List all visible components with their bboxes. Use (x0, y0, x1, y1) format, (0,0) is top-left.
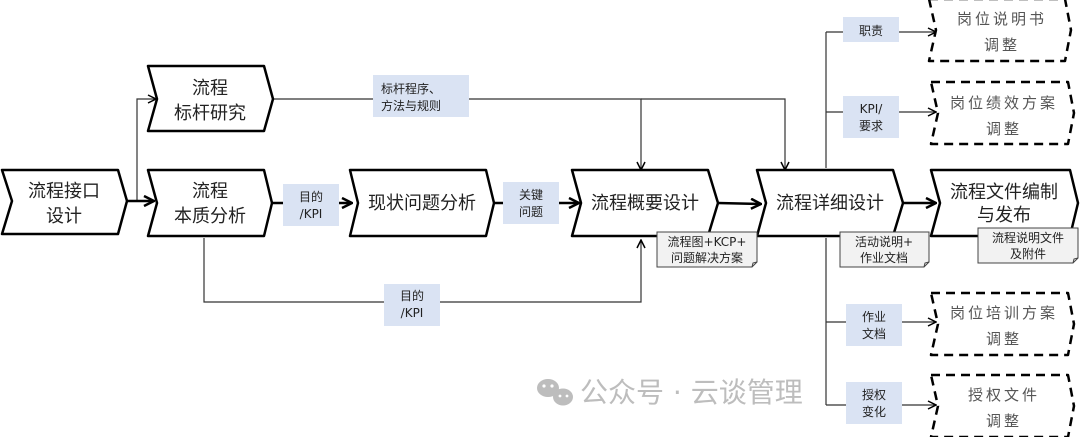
process-interface-line1: 流程接口 (28, 181, 100, 202)
flow-label-goal-kpi-2-line2: /KPI (401, 306, 424, 320)
documents: 流程图+KCP+ 问题解决方案 活动说明+ 作业文档 流程说明文件 及附件 (656, 227, 1079, 268)
flow-label-box-duty (843, 17, 899, 42)
document-box-overview-output (656, 231, 758, 268)
watermark-text: 公众号 · 云谈管理 (580, 376, 803, 409)
document-overview-output-line2: 问题解决方案 (671, 250, 743, 265)
document-fold-overview-output (751, 261, 758, 268)
document-publish-output-line1: 流程说明文件 (992, 230, 1064, 245)
wechat-icon (537, 379, 573, 406)
outcome-job-perf-line1: 岗位绩效方案 (950, 94, 1058, 112)
outcome-job-desc-line2: 调整 (984, 36, 1020, 54)
flow-label-box-key-issues (503, 182, 559, 224)
outcome-auth-file-line2: 调整 (986, 412, 1022, 430)
process-chevron-publish (929, 168, 1080, 238)
flow-labels: 标杆程序、 方法与规则 目的 /KPI 关键 问题 目的 /KPI 职责 KPI… (283, 17, 902, 424)
process-status-line1: 现状问题分析 (368, 193, 476, 214)
process-overview-line1: 流程概要设计 (591, 193, 699, 214)
flow-label-kpi-req-line1: KPI/ (860, 102, 884, 116)
process-benchmark-line1: 流程 (192, 78, 228, 99)
connector-benchmark-to-detail (641, 98, 785, 170)
process-interface-line2: 设计 (46, 206, 82, 227)
process-labels: 流程接口 设计 流程 标杆研究 流程 本质分析 现状问题分析 流程概要设计 流程… (28, 78, 1058, 227)
flow-label-box-goal-kpi-1 (283, 184, 339, 226)
flow-label-duty-line1: 职责 (859, 24, 883, 38)
process-detail-line1: 流程详细设计 (776, 193, 884, 214)
flow-label-auth-change-line1: 授权 (862, 387, 886, 402)
document-fold-publish-output (1072, 257, 1079, 264)
flow-label-key-issues-line1: 关键 (519, 188, 543, 202)
process-chevron-benchmark (146, 64, 275, 133)
flow-label-box-kpi-req (843, 96, 899, 138)
flow-label-benchmark-rules-line2: 方法与规则 (381, 98, 441, 113)
process-chevron-interface (0, 168, 129, 236)
flow-label-goal-kpi-1-line2: /KPI (300, 207, 323, 221)
document-detail-output-line2: 作业文档 (860, 250, 908, 265)
outcome-job-desc-line1: 岗位说明书 (957, 10, 1047, 28)
outcome-job-perf-line2: 调整 (986, 120, 1022, 138)
process-essence-line1: 流程 (192, 181, 228, 202)
document-publish-output-line2: 及附件 (1010, 247, 1046, 261)
outcome-labels: 岗位说明书 调整 岗位绩效方案 调整 岗位培训方案 调整 授权文件 调整 (950, 10, 1058, 430)
document-overview-output-line1: 流程图+KCP+ (668, 234, 747, 249)
flow-label-kpi-req-line2: 要求 (859, 119, 883, 133)
flow-label-auth-change-line2: 变化 (862, 404, 886, 419)
connector-interface-to-benchmark (136, 99, 156, 201)
process-publish-line1: 流程文件编制 (950, 182, 1058, 203)
outcome-job-train-line2: 调整 (986, 330, 1022, 348)
process-essence-line2: 本质分析 (174, 206, 246, 227)
process-chevron-status (348, 168, 496, 238)
outcome-chevron-auth-file (929, 373, 1076, 437)
document-box-detail-output (839, 231, 930, 268)
flow-label-box-auth-change (846, 382, 902, 424)
process-publish-line2: 与发布 (977, 205, 1031, 226)
flow-label-work-docs-line2: 文档 (862, 326, 886, 341)
document-fold-detail-output (923, 261, 930, 268)
processes (0, 64, 1080, 238)
arrow-overview-to-detail (717, 203, 761, 204)
flow-label-box-goal-kpi-2 (384, 284, 440, 326)
flow-label-benchmark-rules-line1: 标杆程序、 (381, 81, 441, 96)
flow-label-box-work-docs (846, 304, 902, 346)
flow-label-work-docs-line1: 作业 (862, 310, 886, 324)
process-chevron-essence (146, 168, 274, 238)
flow-label-goal-kpi-1-line1: 目的 (299, 189, 323, 204)
outcome-job-train-line1: 岗位培训方案 (950, 304, 1058, 322)
flow-label-key-issues-line2: 问题 (519, 205, 543, 219)
outcome-chevron-job-train (929, 291, 1076, 357)
outcome-chevron-job-desc (927, 0, 1073, 63)
watermark: 公众号 · 云谈管理 (537, 376, 803, 409)
flow-label-box-benchmark-rules (373, 75, 469, 117)
document-detail-output-line1: 活动说明+ (855, 234, 913, 249)
document-box-publish-output (977, 227, 1079, 264)
flow-label-goal-kpi-2-line1: 目的 (400, 288, 424, 303)
outcomes (927, 0, 1076, 437)
outcome-chevron-job-perf (929, 80, 1076, 146)
outcome-auth-file-line1: 授权文件 (968, 386, 1040, 404)
process-benchmark-line2: 标杆研究 (174, 103, 246, 124)
